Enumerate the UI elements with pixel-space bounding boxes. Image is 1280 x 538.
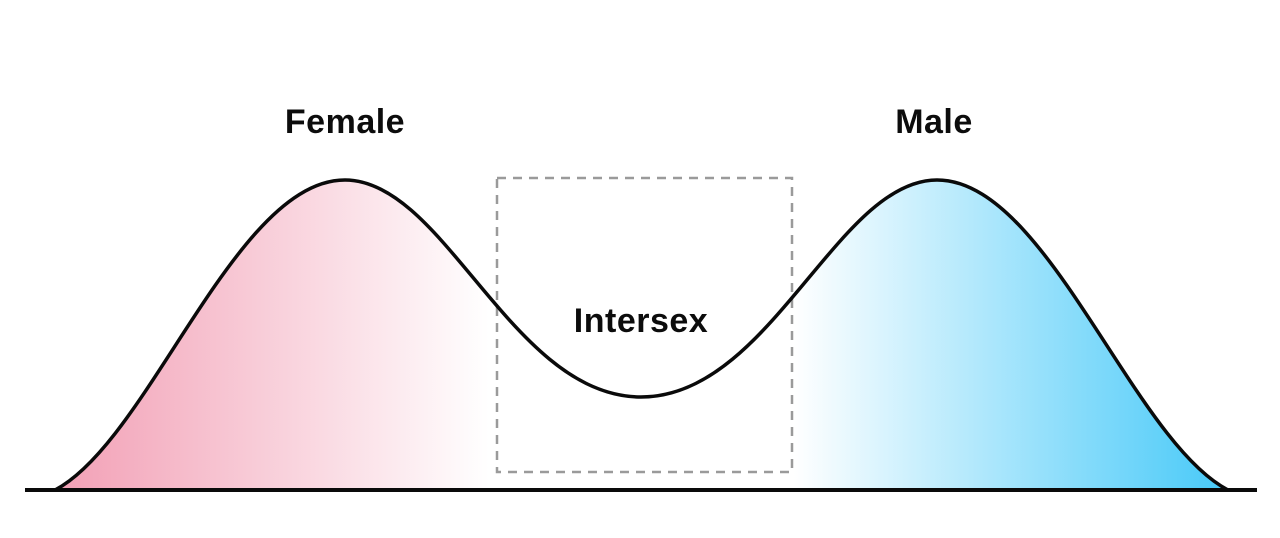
female-label: Female <box>285 103 405 141</box>
intersex-label: Intersex <box>574 302 708 340</box>
distribution-fill <box>55 180 1228 490</box>
distribution-curve <box>53 178 1230 492</box>
intersex-dashed-box <box>495 176 794 474</box>
male-label: Male <box>895 103 973 141</box>
